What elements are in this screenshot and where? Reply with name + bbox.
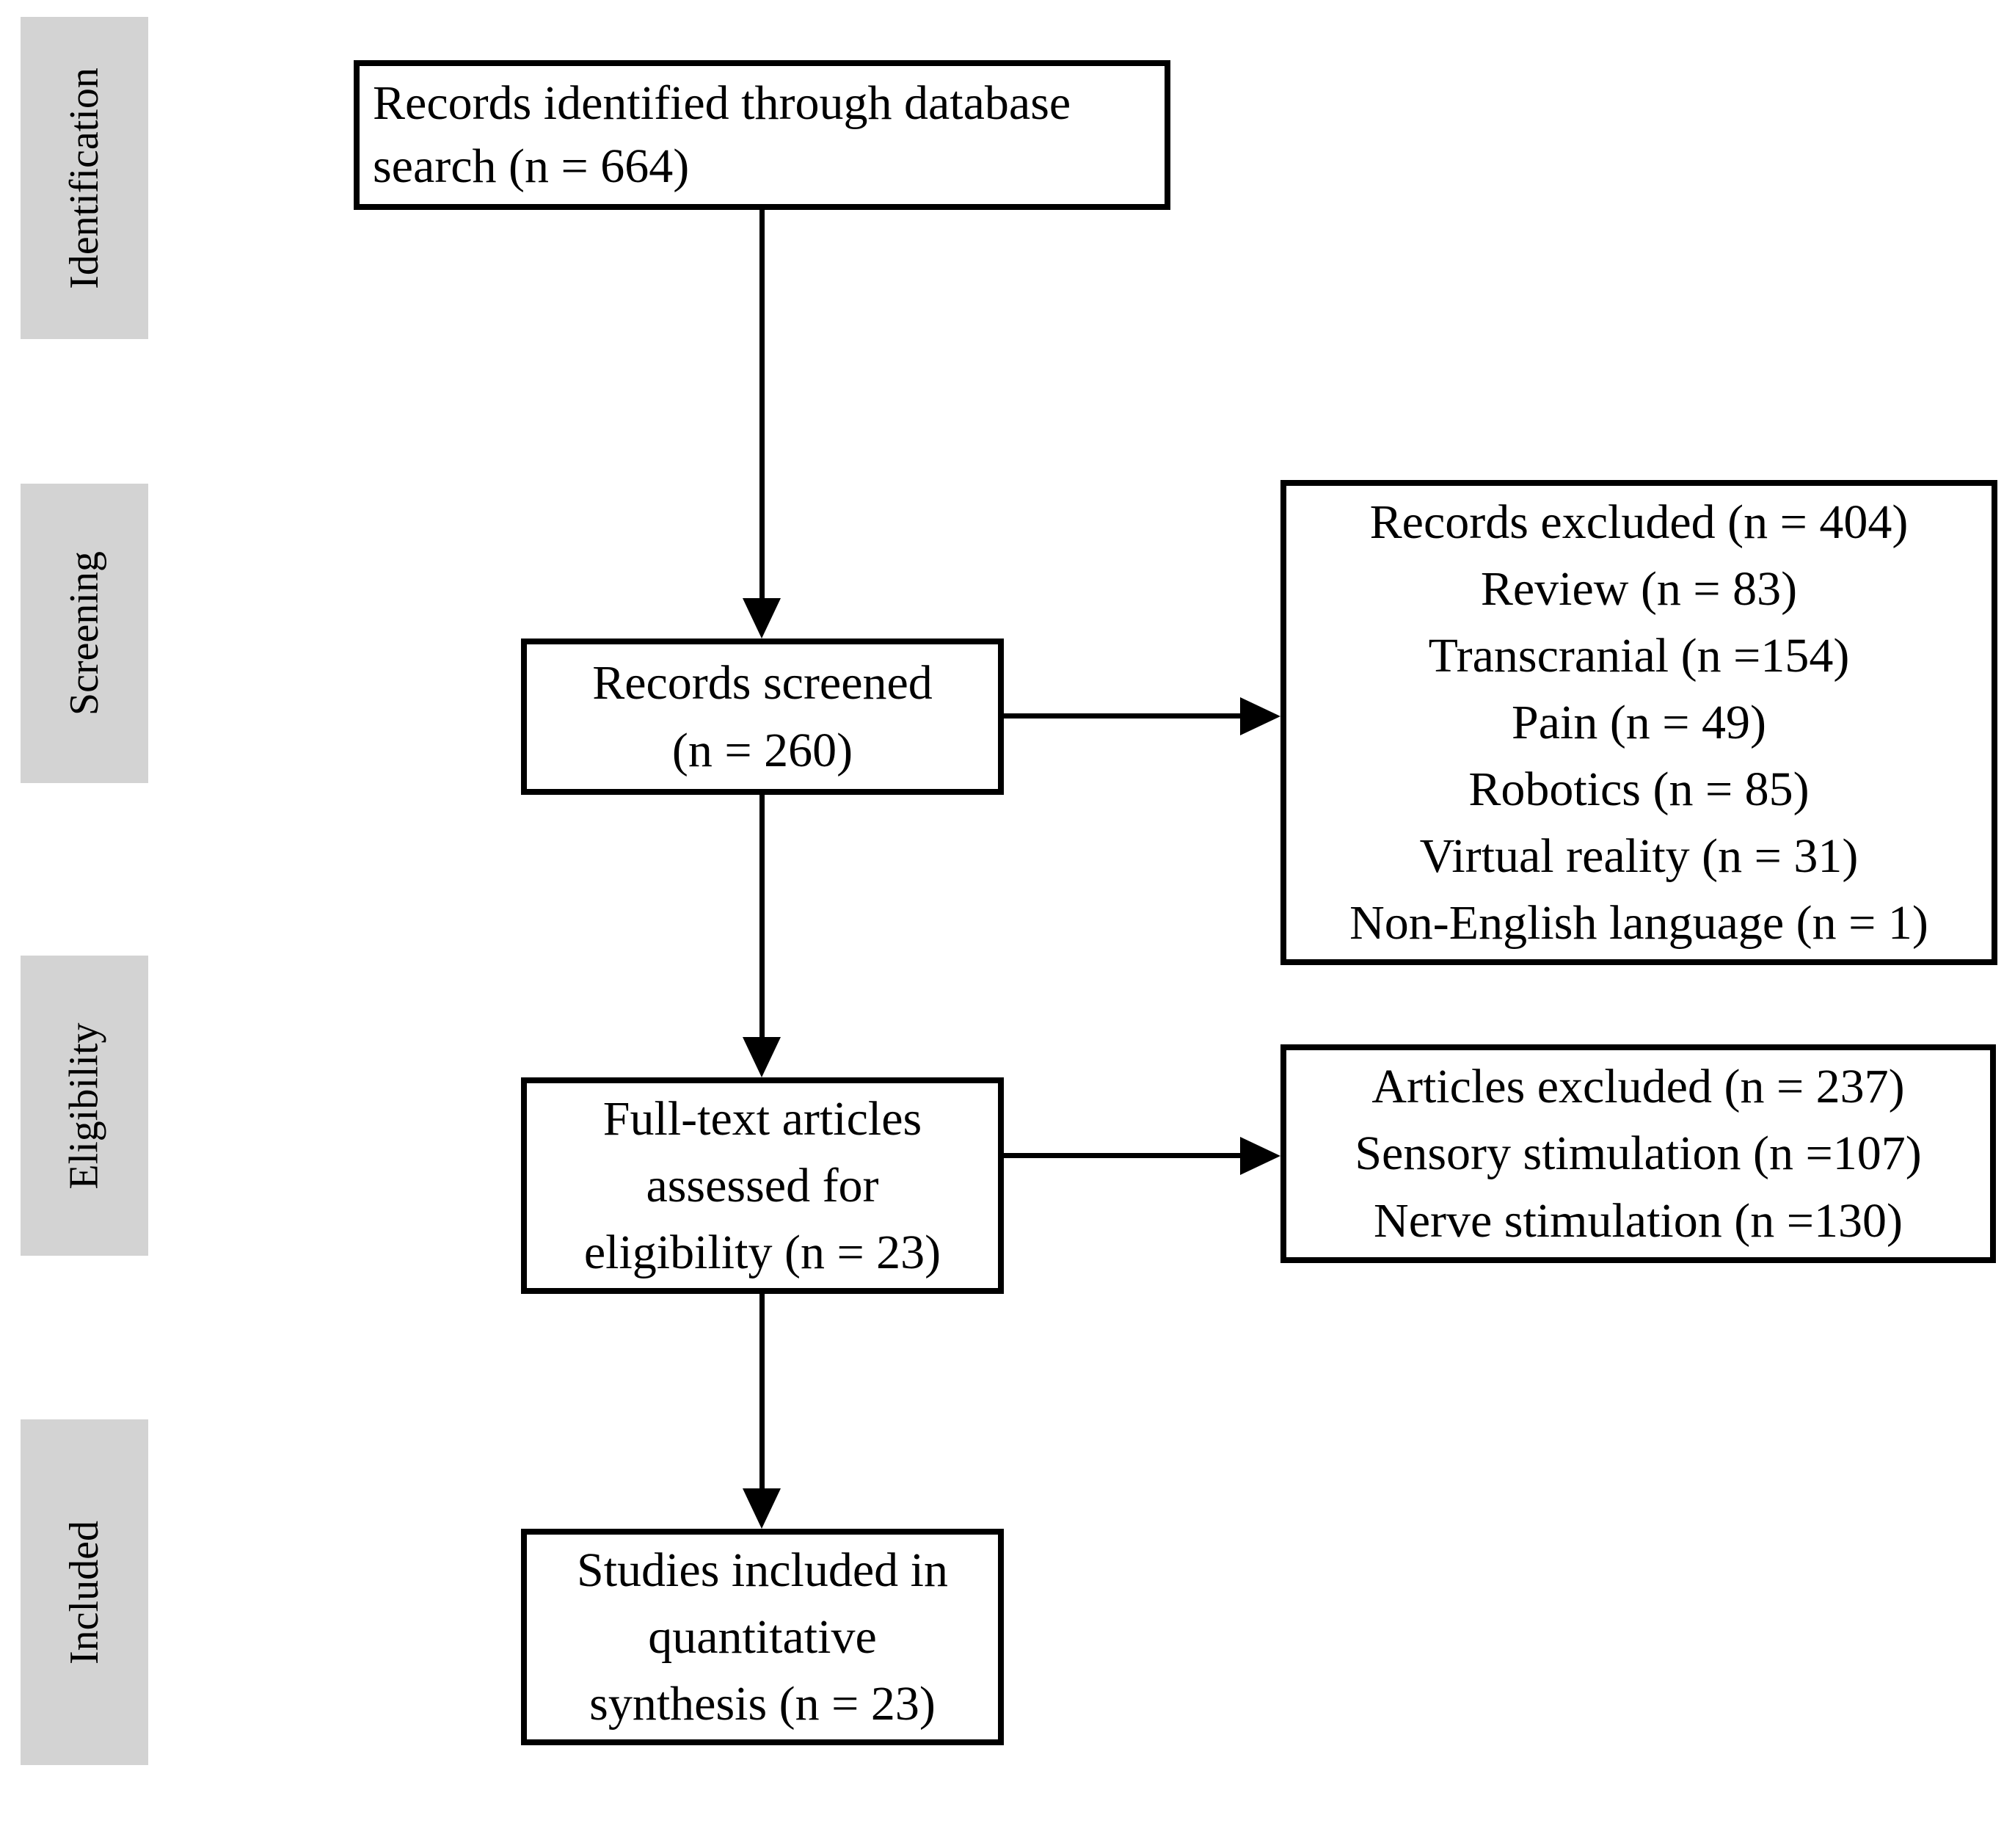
stage-label-included-text: Included — [62, 1520, 108, 1665]
arrow-identified-to-screened-line — [759, 210, 765, 600]
arrow-fulltext-to-included-line — [759, 1294, 765, 1490]
stage-label-identification-text: Identification — [62, 67, 107, 289]
arrow-screened-to-fulltext-line — [759, 795, 765, 1038]
stage-label-eligibility: Eligibility — [21, 956, 148, 1256]
arrow-screened-to-records-excluded-line — [1004, 713, 1245, 719]
stage-label-identification: Identification — [21, 17, 148, 339]
box-articles-excluded: Articles excluded (n = 237) Sensory stim… — [1280, 1044, 1996, 1263]
arrow-identified-to-screened-head — [743, 598, 781, 639]
stage-label-screening-text: Screening — [62, 551, 108, 716]
box-records-identified: Records identified through database sear… — [354, 60, 1170, 210]
arrow-fulltext-to-articles-excluded-line — [1004, 1153, 1245, 1158]
arrow-fulltext-to-included-head — [743, 1488, 781, 1529]
stage-label-included: Included — [21, 1419, 148, 1765]
stage-label-screening: Screening — [21, 484, 148, 783]
box-studies-included: Studies included in quantitative synthes… — [521, 1529, 1004, 1745]
arrow-screened-to-fulltext-head — [743, 1037, 781, 1077]
arrow-fulltext-to-articles-excluded-head — [1240, 1137, 1280, 1175]
box-records-screened: Records screened (n = 260) — [521, 639, 1004, 795]
arrow-screened-to-records-excluded-head — [1240, 697, 1280, 735]
box-fulltext-assessed: Full-text articles assessed for eligibil… — [521, 1077, 1004, 1294]
box-records-excluded: Records excluded (n = 404) Review (n = 8… — [1280, 480, 1997, 965]
stage-label-eligibility-text: Eligibility — [62, 1022, 107, 1190]
